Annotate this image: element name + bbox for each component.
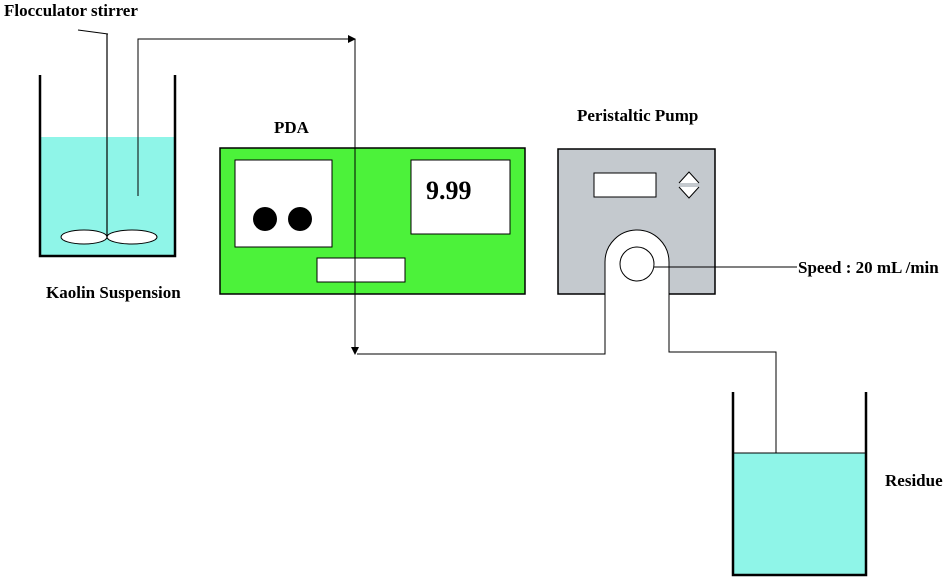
pda-display-value: 9.99 — [426, 176, 472, 205]
pda-label: PDA — [274, 118, 310, 137]
pump-down-arrow-icon — [678, 186, 700, 199]
residue-beaker — [731, 392, 868, 577]
pump-to-pda-tube — [357, 318, 606, 355]
stirrer-label: Flocculator stirrer — [4, 1, 138, 20]
stirrer-pointer-line — [77, 29, 109, 35]
residue-beaker-outline — [731, 392, 868, 577]
speed-label: Speed : 20 mL /min — [798, 258, 939, 277]
pump-label: Peristaltic Pump — [577, 106, 698, 125]
stirrer-blade-right — [106, 229, 158, 245]
pump-up-arrow-icon — [678, 171, 700, 184]
pda-slot — [316, 257, 406, 283]
kaolin-label: Kaolin Suspension — [46, 283, 181, 302]
pda-knob-left — [253, 207, 277, 231]
inlet-tube-arrow — [137, 35, 356, 196]
pda-knob-panel — [234, 159, 333, 248]
pda-instrument — [219, 147, 526, 295]
pump-rotor — [619, 246, 655, 282]
peristaltic-pump — [557, 148, 797, 318]
residue-liquid — [732, 452, 867, 576]
pump-display — [593, 172, 657, 198]
pda-knob-right — [288, 207, 312, 231]
kaolin-beaker-outline — [38, 75, 177, 258]
flocculator-stirrer — [60, 29, 158, 245]
outlet-tube-arrow — [668, 318, 780, 489]
stirrer-blade-left — [60, 229, 108, 245]
residue-label: Residue — [885, 471, 943, 490]
pda-display — [410, 159, 511, 235]
